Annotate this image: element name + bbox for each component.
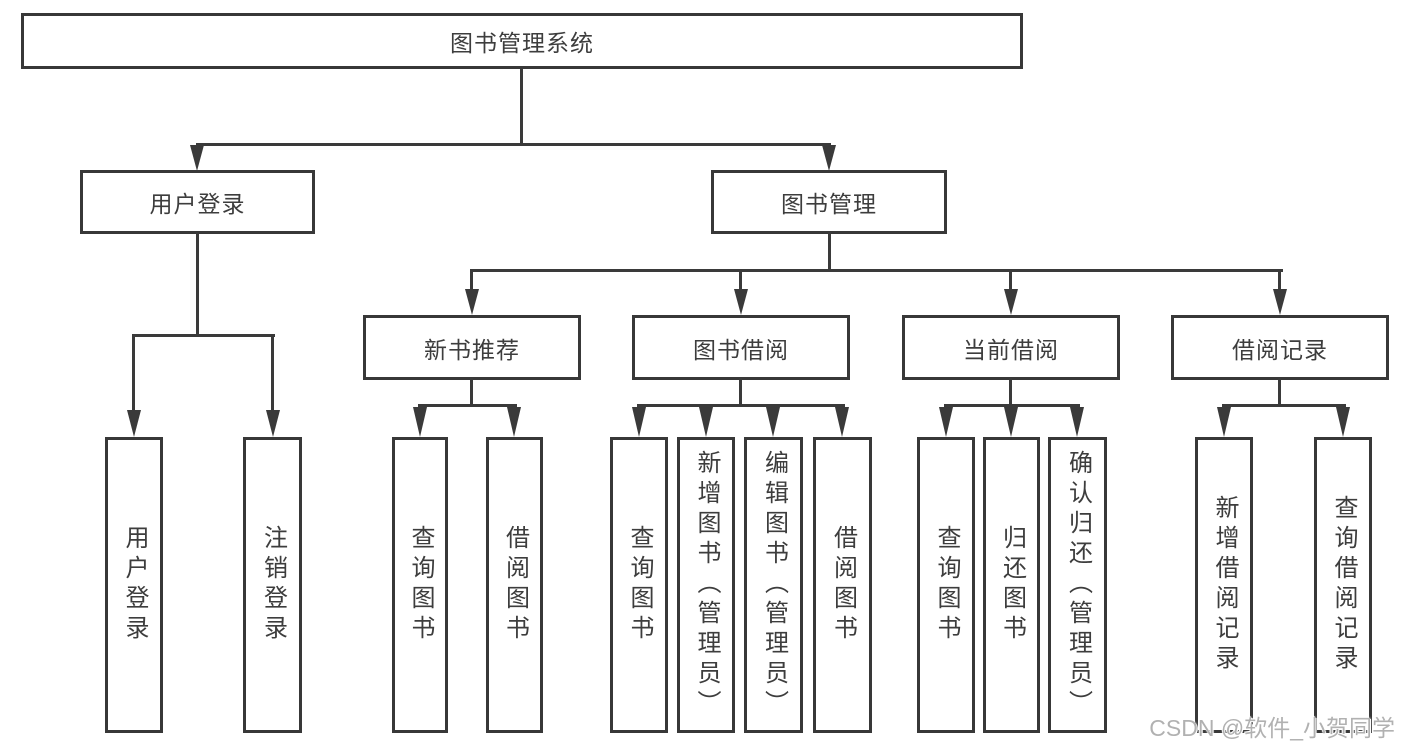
leaf-add-borrow-record-label: 新增借阅记录 bbox=[1211, 495, 1238, 675]
node-current-borrow: 当前借阅 bbox=[902, 315, 1120, 380]
connector-line bbox=[520, 69, 523, 146]
leaf-borrow-books-1: 借阅图书 bbox=[486, 437, 543, 733]
arrow-down-icon bbox=[507, 407, 521, 437]
arrow-down-icon bbox=[1217, 407, 1231, 437]
arrow-down-icon bbox=[766, 407, 780, 437]
arrow-down-icon bbox=[1273, 289, 1287, 315]
node-book-borrow: 图书借阅 bbox=[632, 315, 850, 380]
leaf-user-login-label: 用户登录 bbox=[121, 525, 148, 645]
arrow-down-icon bbox=[1336, 407, 1350, 437]
node-current-borrow-label: 当前借阅 bbox=[963, 336, 1059, 363]
node-root-label: 图书管理系统 bbox=[450, 30, 594, 56]
node-user-login: 用户登录 bbox=[80, 170, 315, 234]
node-borrow-records-label: 借阅记录 bbox=[1232, 336, 1328, 363]
connector-line bbox=[418, 404, 517, 407]
leaf-query-books-1: 查询图书 bbox=[392, 437, 448, 733]
connector-line bbox=[739, 378, 742, 407]
leaf-confirm-return-admin-label: 确认归还（管理员） bbox=[1064, 450, 1092, 720]
arrow-down-icon bbox=[1004, 407, 1018, 437]
node-book-borrow-label: 图书借阅 bbox=[693, 336, 789, 363]
arrow-down-icon bbox=[822, 145, 836, 171]
leaf-edit-book-admin-label: 编辑图书（管理员） bbox=[760, 450, 788, 720]
leaf-query-books-1-label: 查询图书 bbox=[407, 525, 434, 645]
node-borrow-records: 借阅记录 bbox=[1171, 315, 1389, 380]
leaf-query-books-3: 查询图书 bbox=[917, 437, 975, 733]
leaf-logout-label: 注销登录 bbox=[259, 525, 287, 645]
connector-line bbox=[1222, 404, 1346, 407]
connector-line bbox=[470, 269, 1283, 272]
connector-line bbox=[944, 404, 1080, 407]
node-user-login-label: 用户登录 bbox=[149, 191, 246, 217]
leaf-query-books-3-label: 查询图书 bbox=[933, 525, 960, 645]
leaf-edit-book-admin: 编辑图书（管理员） bbox=[744, 437, 803, 733]
connector-line bbox=[828, 232, 831, 272]
leaf-return-books-label: 归还图书 bbox=[998, 525, 1026, 645]
arrow-down-icon bbox=[190, 145, 204, 171]
connector-line bbox=[271, 334, 274, 414]
arrow-down-icon bbox=[632, 407, 646, 437]
leaf-borrow-books-2: 借阅图书 bbox=[813, 437, 872, 733]
node-book-management-label: 图书管理 bbox=[781, 191, 877, 217]
node-root: 图书管理系统 bbox=[21, 13, 1023, 69]
leaf-confirm-return-admin: 确认归还（管理员） bbox=[1048, 437, 1107, 733]
leaf-add-borrow-record: 新增借阅记录 bbox=[1195, 437, 1253, 733]
arrow-down-icon bbox=[835, 407, 849, 437]
leaf-query-borrow-record-label: 查询借阅记录 bbox=[1330, 495, 1357, 675]
leaf-query-books-2: 查询图书 bbox=[610, 437, 668, 733]
connector-line bbox=[470, 378, 473, 407]
arrow-down-icon bbox=[465, 289, 479, 315]
leaf-return-books: 归还图书 bbox=[983, 437, 1040, 733]
connector-line bbox=[196, 232, 199, 337]
leaf-add-book-admin: 新增图书（管理员） bbox=[677, 437, 735, 733]
leaf-logout: 注销登录 bbox=[243, 437, 302, 733]
connector-line bbox=[1009, 378, 1012, 407]
connector-line bbox=[739, 269, 742, 291]
connector-line bbox=[132, 334, 135, 414]
node-new-book-recommend-label: 新书推荐 bbox=[424, 336, 520, 363]
leaf-add-book-admin-label: 新增图书（管理员） bbox=[693, 450, 720, 720]
leaf-query-borrow-record: 查询借阅记录 bbox=[1314, 437, 1372, 733]
connector-line bbox=[1278, 378, 1281, 407]
connector-line bbox=[1009, 269, 1012, 291]
arrow-down-icon bbox=[1004, 289, 1018, 315]
leaf-query-books-2-label: 查询图书 bbox=[626, 525, 653, 645]
arrow-down-icon bbox=[699, 407, 713, 437]
node-book-management: 图书管理 bbox=[711, 170, 947, 234]
arrow-down-icon bbox=[127, 410, 141, 437]
leaf-user-login: 用户登录 bbox=[105, 437, 163, 733]
arrow-down-icon bbox=[734, 289, 748, 315]
connector-line bbox=[637, 404, 845, 407]
node-new-book-recommend: 新书推荐 bbox=[363, 315, 581, 380]
arrow-down-icon bbox=[413, 407, 427, 437]
leaf-borrow-books-2-label: 借阅图书 bbox=[829, 525, 857, 645]
arrow-down-icon bbox=[939, 407, 953, 437]
watermark: CSDN @软件_小贺同学 bbox=[1149, 715, 1395, 741]
leaf-borrow-books-1-label: 借阅图书 bbox=[501, 525, 529, 645]
connector-line bbox=[196, 143, 831, 146]
arrow-down-icon bbox=[1070, 407, 1084, 437]
connector-line bbox=[470, 269, 473, 291]
connector-line bbox=[1278, 269, 1281, 291]
connector-line bbox=[132, 334, 275, 337]
arrow-down-icon bbox=[266, 410, 280, 437]
